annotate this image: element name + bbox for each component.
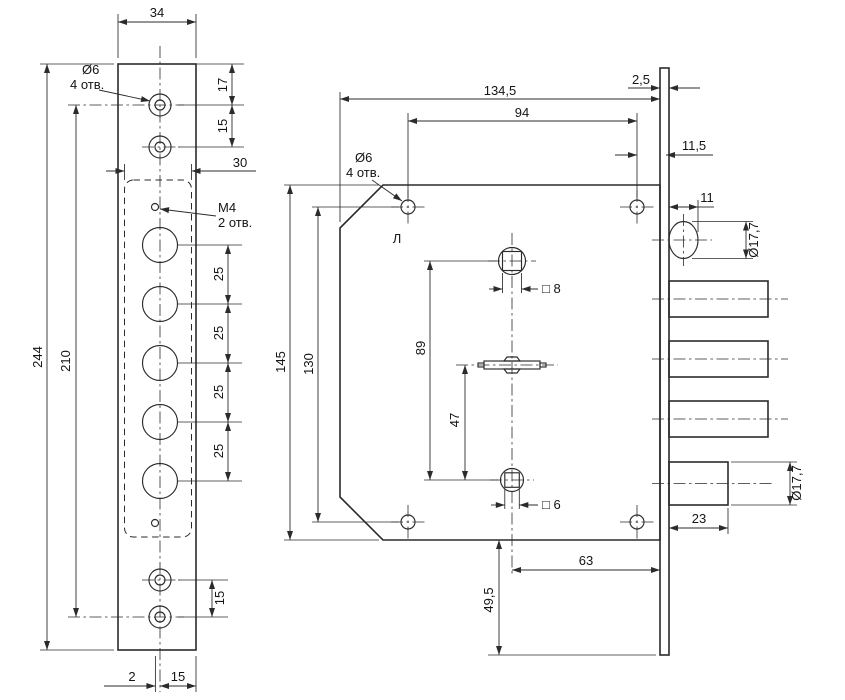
- hand-mark: Л: [393, 231, 402, 246]
- dim-bolt-throw-23: 23: [669, 508, 729, 534]
- svg-text:Ø6: Ø6: [82, 62, 99, 77]
- top-screw-holes: [68, 93, 184, 159]
- key-lever: [456, 356, 558, 374]
- svg-text:23: 23: [692, 511, 706, 526]
- svg-text:11,5: 11,5: [682, 138, 706, 153]
- faceplate-edge: [659, 67, 670, 656]
- svg-text:244: 244: [30, 346, 45, 368]
- dim-body-height: 145: [273, 184, 379, 541]
- dim-width-34: 34: [117, 5, 197, 58]
- svg-text:63: 63: [579, 553, 593, 568]
- dim-hole-span-94: 94: [407, 105, 638, 198]
- svg-text:Ø17,7: Ø17,7: [789, 465, 804, 500]
- spindle-hole-8: □ 8: [488, 246, 561, 296]
- dim-bottom-bolt-dia: Ø17,7: [731, 461, 804, 506]
- svg-text:2,5: 2,5: [632, 72, 650, 87]
- svg-text:25: 25: [211, 267, 226, 281]
- dim-15-bottom: 15: [178, 579, 228, 618]
- svg-text:25: 25: [211, 326, 226, 340]
- bottom-bolt: [652, 461, 775, 506]
- svg-text:89: 89: [413, 341, 428, 355]
- svg-text:210: 210: [58, 350, 73, 372]
- spindle-hole-6: □ 6: [490, 467, 561, 512]
- faceplate-outline: [117, 63, 197, 651]
- svg-text:Ø17,7: Ø17,7: [746, 222, 761, 257]
- dim-2-15-bottom: 2 15: [104, 656, 197, 692]
- dim-circle-pitch-25: 25 25 25 25: [178, 244, 242, 482]
- svg-text:145: 145: [273, 351, 288, 373]
- svg-text:34: 34: [150, 5, 164, 20]
- dim-spindle-span-89: 89: [413, 260, 498, 481]
- dim-49-5: 49,5: [481, 540, 656, 656]
- svg-text:130: 130: [301, 353, 316, 375]
- svg-text:17: 17: [215, 78, 230, 92]
- svg-text:4 отв.: 4 отв.: [346, 165, 380, 180]
- svg-text:15: 15: [171, 669, 185, 684]
- svg-text:□ 8: □ 8: [542, 281, 561, 296]
- svg-text:134,5: 134,5: [484, 83, 517, 98]
- svg-text:47: 47: [447, 413, 462, 427]
- label-dia6-right: Ø6 4 отв.: [346, 150, 403, 202]
- dim-slot-width-30: 30: [106, 155, 256, 180]
- lock-body-outline: [339, 184, 661, 541]
- label-dia6-left: Ø6 4 отв.: [70, 62, 151, 103]
- svg-text:Ø6: Ø6: [355, 150, 372, 165]
- m4-hole-bottom: [150, 518, 160, 528]
- bottom-screw-holes: [68, 568, 184, 629]
- cylinder-holes: [141, 226, 179, 500]
- dim-latch-dia: Ø17,7: [692, 221, 761, 259]
- dim-63: 63: [512, 545, 661, 577]
- svg-text:94: 94: [515, 105, 529, 120]
- svg-text:11: 11: [700, 190, 714, 205]
- slot-region: [124, 179, 192, 538]
- svg-text:49,5: 49,5: [481, 587, 496, 612]
- svg-text:30: 30: [233, 155, 247, 170]
- svg-text:M4: M4: [218, 200, 236, 215]
- svg-text:25: 25: [211, 444, 226, 458]
- dim-17-15-top: 17 15: [178, 63, 244, 148]
- svg-text:4 отв.: 4 отв.: [70, 77, 104, 92]
- dim-key-47: 47: [447, 365, 468, 480]
- svg-text:2 отв.: 2 отв.: [218, 215, 252, 230]
- svg-text:□ 6: □ 6: [542, 497, 561, 512]
- dim-plate-thickness: 2,5: [628, 72, 700, 91]
- svg-text:2: 2: [128, 669, 135, 684]
- dim-height-244: 244: [30, 63, 114, 651]
- dim-offset-11-5: 11,5: [615, 138, 713, 158]
- dim-hole-span-210: 210: [58, 105, 79, 617]
- svg-text:15: 15: [212, 591, 227, 605]
- lock-body-view: 134,5 94 2,5 11,5 Ø6 4 отв.: [273, 67, 804, 656]
- m4-hole-top: [150, 202, 160, 212]
- dim-body-width: 134,5: [339, 83, 661, 222]
- dim-hole-span-130: 130: [301, 206, 399, 523]
- dim-latch-11: 11: [669, 190, 714, 232]
- label-m4: M4 2 отв.: [159, 200, 252, 230]
- svg-text:15: 15: [215, 119, 230, 133]
- latch-bolt: [652, 214, 712, 266]
- svg-text:25: 25: [211, 385, 226, 399]
- faceplate-view: 34 244 210 17 15: [30, 5, 256, 692]
- deadbolts: [652, 280, 788, 438]
